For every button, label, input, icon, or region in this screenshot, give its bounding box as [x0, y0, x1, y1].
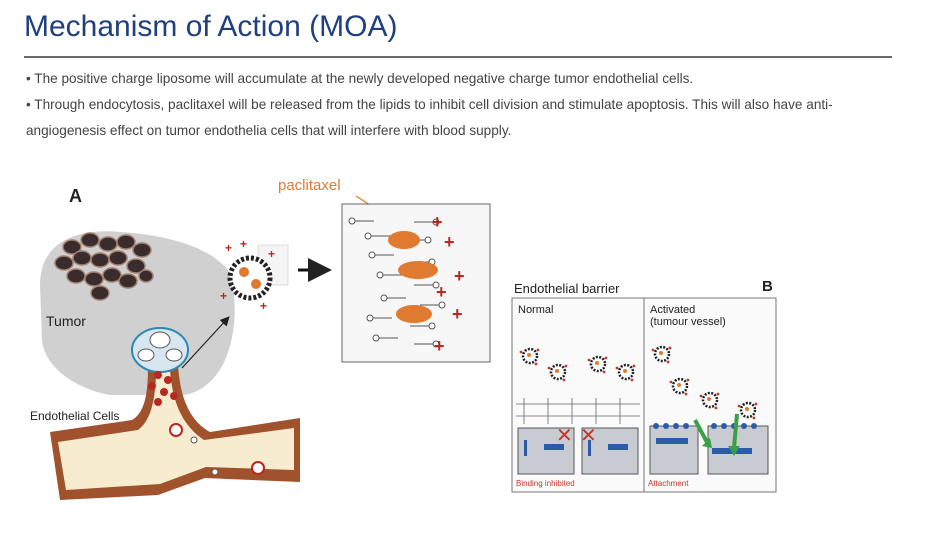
bullet-item: • Through endocytosis, paclitaxel will b…	[26, 97, 833, 138]
endothelial-label: Endothelial Cells	[30, 409, 119, 423]
endothelial-barrier-heading: Endothelial barrier	[514, 281, 620, 296]
svg-text:+: +	[260, 299, 267, 313]
lipid-bilayer-box	[341, 203, 491, 363]
lipid-bilayer: +++ +++	[348, 212, 465, 356]
panel-b: Endothelial barrier B Normal Activated (…	[511, 278, 777, 493]
arrow-endocytosis	[181, 316, 230, 369]
normal-label: Normal	[518, 304, 553, 316]
svg-text:✕: ✕	[556, 425, 573, 447]
endothelial-tip-cell	[131, 327, 189, 373]
paclitaxel-label: paclitaxel	[278, 177, 341, 194]
svg-text:✕: ✕	[580, 425, 597, 447]
svg-text:+: +	[240, 237, 247, 251]
attachment-arrow-2	[732, 413, 739, 449]
bullet-item: • The positive charge liposome will accu…	[26, 71, 694, 86]
panel-a: A Tumor Endothelial Cells	[30, 177, 491, 500]
svg-text:+: +	[225, 241, 232, 255]
page-title: Mechanism of Action (MOA)	[24, 10, 398, 43]
panel-a-label: A	[69, 186, 82, 206]
svg-text:+: +	[434, 336, 445, 356]
svg-text:+: +	[220, 289, 227, 303]
positive-liposomes-a	[148, 371, 265, 475]
binding-inhibited-caption: Binding inhibited	[516, 479, 575, 488]
title-divider	[24, 56, 892, 58]
attachment-caption: Attachment	[648, 479, 689, 488]
attachment-arrow-1	[693, 419, 710, 445]
endothelial-cells-activated	[649, 423, 769, 475]
svg-text:+: +	[444, 232, 455, 252]
svg-text:+: +	[454, 266, 465, 286]
endothelial-cells-normal: ✕ ✕	[517, 425, 639, 475]
svg-text:+: +	[432, 212, 443, 232]
activated-label: Activated	[650, 304, 695, 316]
tumor-cells	[54, 232, 154, 301]
svg-text:+: +	[452, 304, 463, 324]
glycocalyx-normal	[516, 398, 640, 424]
svg-text:+: +	[436, 282, 447, 302]
bullet-list: • The positive charge liposome will accu…	[26, 66, 892, 144]
panel-b-label: B	[762, 278, 773, 295]
svg-text:+: +	[268, 247, 275, 261]
activated-sublabel: (tumour vessel)	[650, 316, 726, 328]
tumor-label: Tumor	[46, 313, 86, 329]
liposome-large: + + + + +	[220, 237, 275, 313]
